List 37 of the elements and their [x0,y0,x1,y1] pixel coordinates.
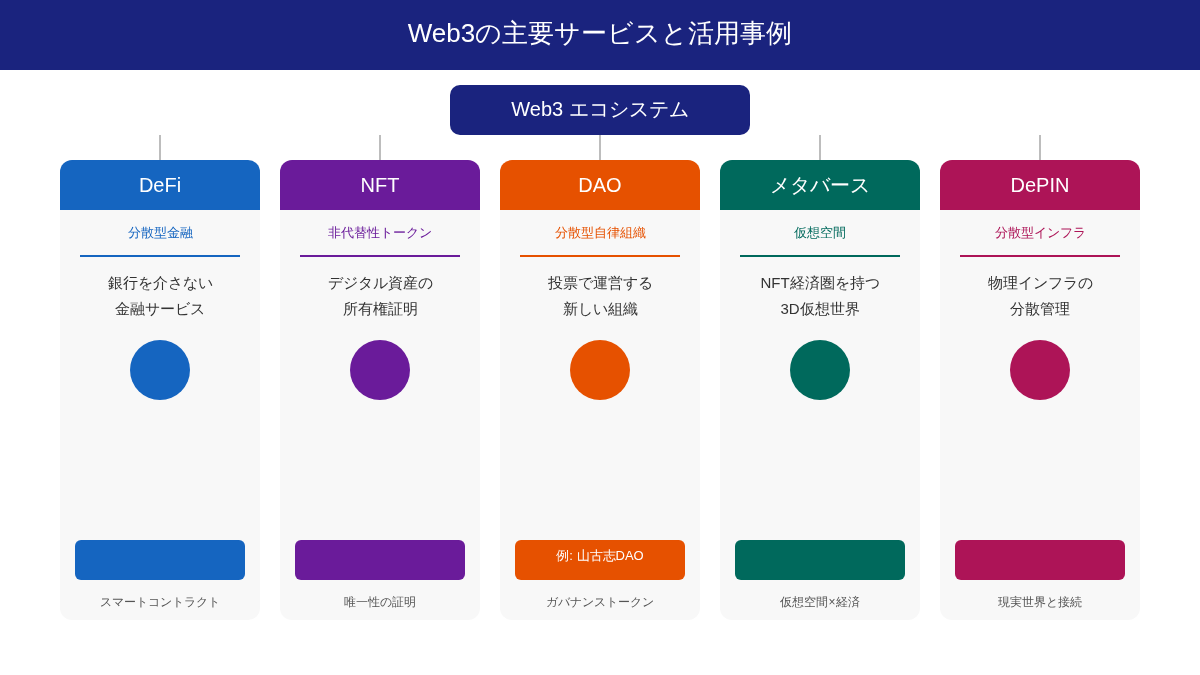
card-header: DeFi [60,160,260,210]
card-header: メタバース [720,160,920,210]
note-text: 仮想空間×経済 [780,594,860,611]
card-header: DAO [500,160,700,210]
example-button [735,540,905,580]
connector-line [599,134,601,161]
note-text: 唯一性の証明 [344,594,416,611]
service-card [60,160,260,620]
example-button [75,540,245,580]
description-text: 銀行を介さない金融サービス [106,273,214,319]
connector-line [159,134,161,161]
description-text: 物理インフラの分散管理 [986,273,1094,319]
description-text: 投票で運営する新しい組織 [546,273,654,319]
description-text: デジタル資産の所有権証明 [326,273,434,319]
subtitle-text: 分散型金融 [127,224,193,242]
subtitle-text: 分散型インフラ [994,224,1086,242]
connector-line [819,134,821,161]
ecosystem-box: Web3 エコシステム [450,85,750,135]
service-card [940,160,1140,620]
card-header: NFT [280,160,480,210]
note-text: 現実世界と接続 [998,594,1082,611]
connector-line [379,134,381,161]
service-card [280,160,480,620]
service-card [500,160,700,620]
title-banner: Web3の主要サービスと活用事例 [0,0,1200,70]
description-text: NFT経済圏を持つ3D仮想世界 [759,273,881,319]
subtitle-text: 仮想空間 [794,224,846,242]
note-text: スマートコントラクト [100,594,220,611]
connector-line [1039,134,1041,161]
service-card [720,160,920,620]
example-button [295,540,465,580]
example-button: 例: 山古志DAO [515,540,685,580]
subtitle-text: 非代替性トークン [328,224,432,242]
subtitle-text: 分散型自律組織 [554,224,646,242]
example-button [955,540,1125,580]
note-text: ガバナンストークン [546,594,654,611]
card-header: DePIN [940,160,1140,210]
